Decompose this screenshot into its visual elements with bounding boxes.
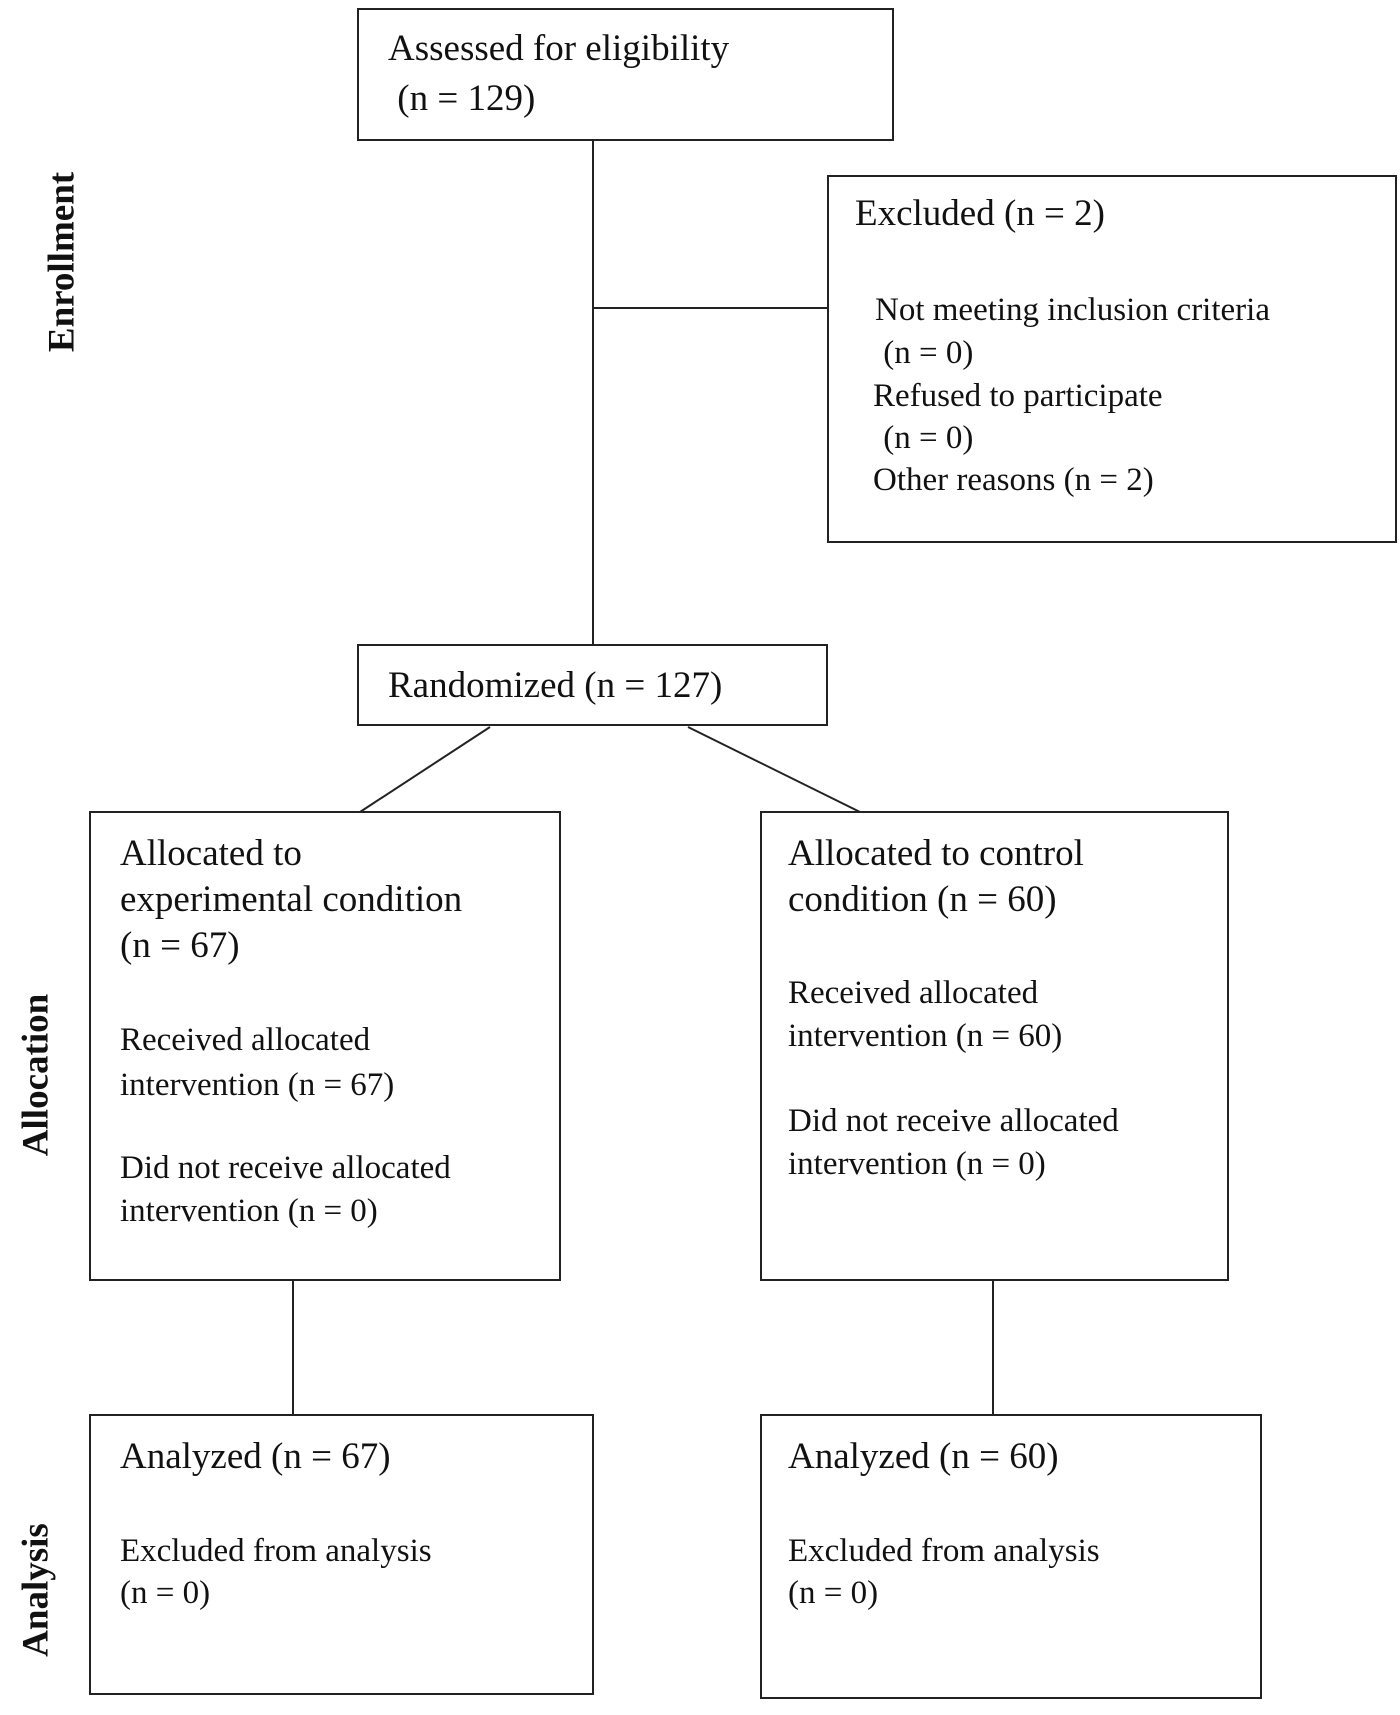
- excluded-reason-1: Not meeting inclusion criteria: [875, 292, 1270, 328]
- connector-randomized-to-experimental: [359, 726, 491, 813]
- analysis-experimental-excluded-line-2: (n = 0): [120, 1575, 211, 1611]
- phase-label-analysis: Analysis: [15, 1523, 57, 1657]
- experimental-title-line-2: experimental condition: [120, 879, 463, 920]
- experimental-not-received-line-1: Did not receive allocated: [120, 1150, 451, 1186]
- analysis-experimental-excluded-line-1: Excluded from analysis: [120, 1533, 432, 1569]
- control-not-received-line-2: intervention (n = 0): [788, 1146, 1046, 1182]
- analysis-experimental-title: Analyzed (n = 67): [120, 1436, 391, 1477]
- control-not-received-line-1: Did not receive allocated: [788, 1103, 1119, 1139]
- phase-label-allocation: Allocation: [15, 993, 57, 1157]
- control-title-line-1: Allocated to control: [788, 833, 1084, 874]
- analysis-control-excluded-line-1: Excluded from analysis: [788, 1533, 1100, 1569]
- analysis-control-title: Analyzed (n = 60): [788, 1436, 1059, 1477]
- assessed-line-2: (n = 129): [388, 78, 536, 119]
- randomized-label: Randomized (n = 127): [388, 665, 723, 706]
- control-allocation-box: Allocated to control condition (n = 60) …: [760, 811, 1229, 1281]
- excluded-reason-2-count: (n = 0): [875, 420, 974, 456]
- assessed-box: Assessed for eligibility (n = 129): [357, 8, 894, 141]
- excluded-title: Excluded (n = 2): [855, 193, 1105, 234]
- connector-randomized-to-control: [687, 726, 861, 813]
- randomized-box: Randomized (n = 127): [357, 644, 828, 726]
- analysis-control-excluded-line-2: (n = 0): [788, 1575, 879, 1611]
- excluded-reason-3: Other reasons (n = 2): [873, 462, 1154, 498]
- excluded-box: Excluded (n = 2) Not meeting inclusion c…: [827, 175, 1397, 543]
- phase-label-enrollment: Enrollment: [41, 171, 83, 353]
- experimental-title-line-3: (n = 67): [120, 925, 240, 966]
- assessed-line-1: Assessed for eligibility: [388, 28, 730, 69]
- control-received-line-2: intervention (n = 60): [788, 1018, 1063, 1054]
- control-title-line-2: condition (n = 60): [788, 879, 1057, 920]
- experimental-not-received-line-2: intervention (n = 0): [120, 1193, 378, 1229]
- analysis-control-box: Analyzed (n = 60) Excluded from analysis…: [760, 1414, 1262, 1699]
- control-received-line-1: Received allocated: [788, 975, 1039, 1011]
- excluded-reason-2: Refused to participate: [873, 378, 1163, 414]
- experimental-allocation-box: Allocated to experimental condition (n =…: [89, 811, 561, 1281]
- experimental-received-line-2: intervention (n = 67): [120, 1067, 395, 1103]
- analysis-experimental-box: Analyzed (n = 67) Excluded from analysis…: [89, 1414, 594, 1695]
- experimental-title-line-1: Allocated to: [120, 833, 302, 874]
- experimental-received-line-1: Received allocated: [120, 1022, 371, 1058]
- excluded-reason-1-count: (n = 0): [875, 335, 974, 371]
